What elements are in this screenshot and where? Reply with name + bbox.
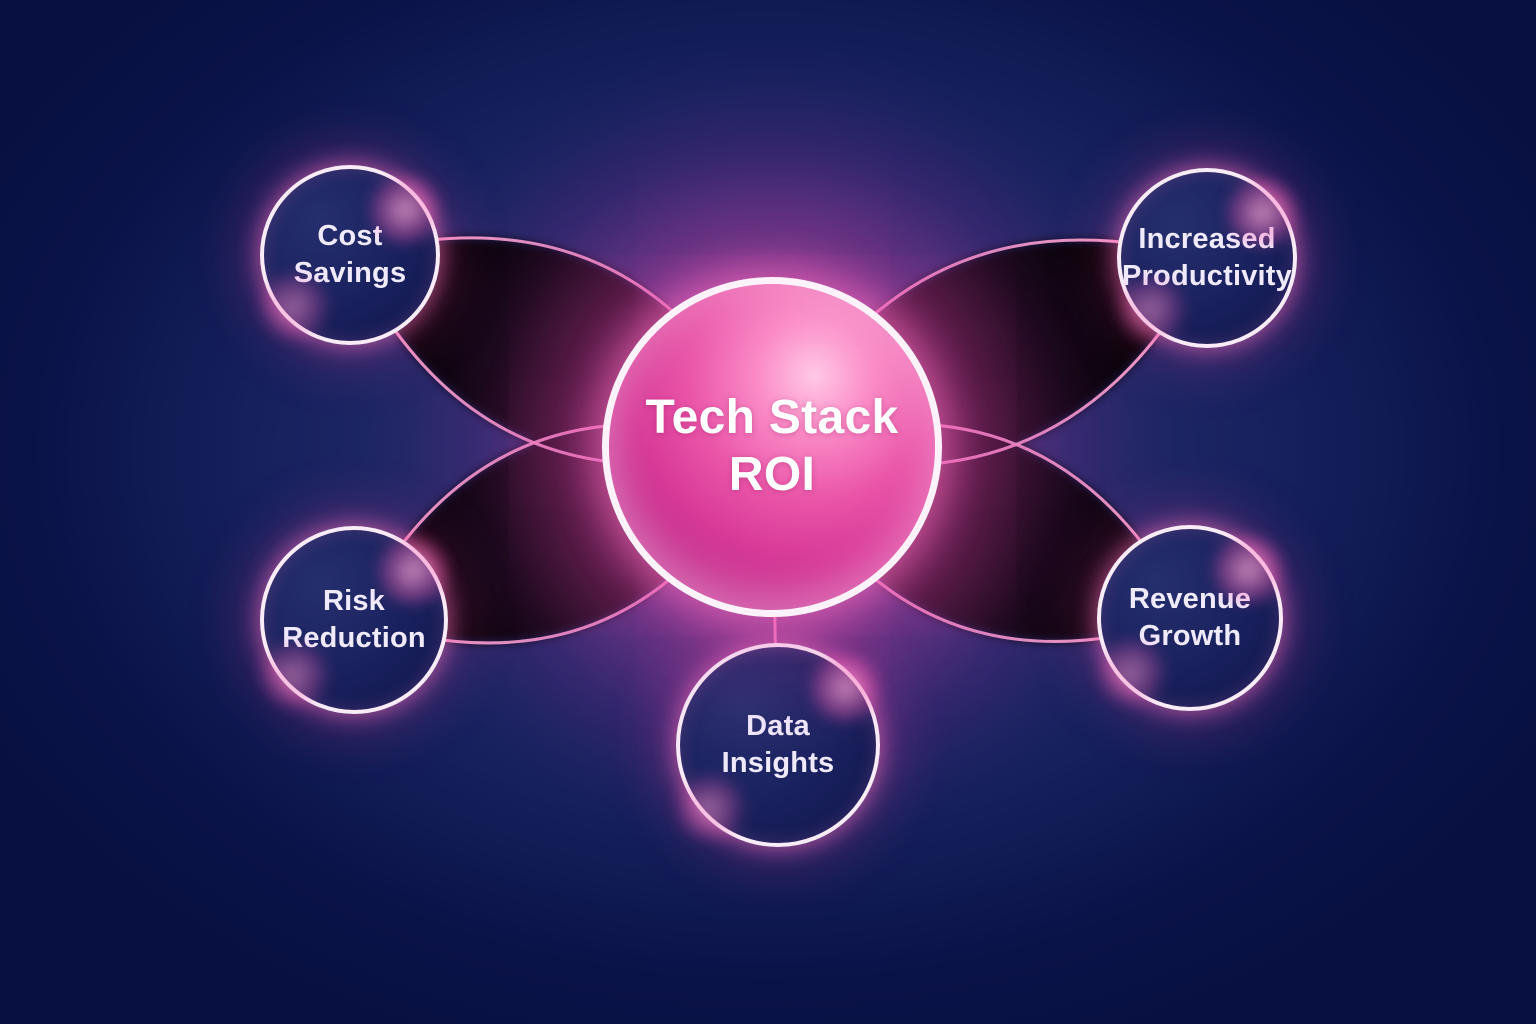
node-revenue-growth: Revenue Growth <box>1097 525 1283 711</box>
node-cost-savings: Cost Savings <box>260 165 440 345</box>
node-risk-reduction: Risk Reduction <box>260 526 448 714</box>
node-increased-productivity-label: Increased Productivity <box>1122 222 1292 292</box>
node-risk-reduction-label: Risk Reduction <box>282 584 426 654</box>
node-revenue-growth-label: Revenue Growth <box>1128 582 1252 652</box>
node-increased-productivity: Increased Productivity <box>1117 168 1297 348</box>
center-node-tech-stack-roi: Tech Stack ROI <box>602 277 942 617</box>
node-data-insights: Data Insights <box>676 643 880 847</box>
node-cost-savings-label: Cost Savings <box>293 219 407 289</box>
center-node-label: Tech Stack ROI <box>645 391 899 501</box>
node-data-insights-label: Data Insights <box>721 709 835 779</box>
